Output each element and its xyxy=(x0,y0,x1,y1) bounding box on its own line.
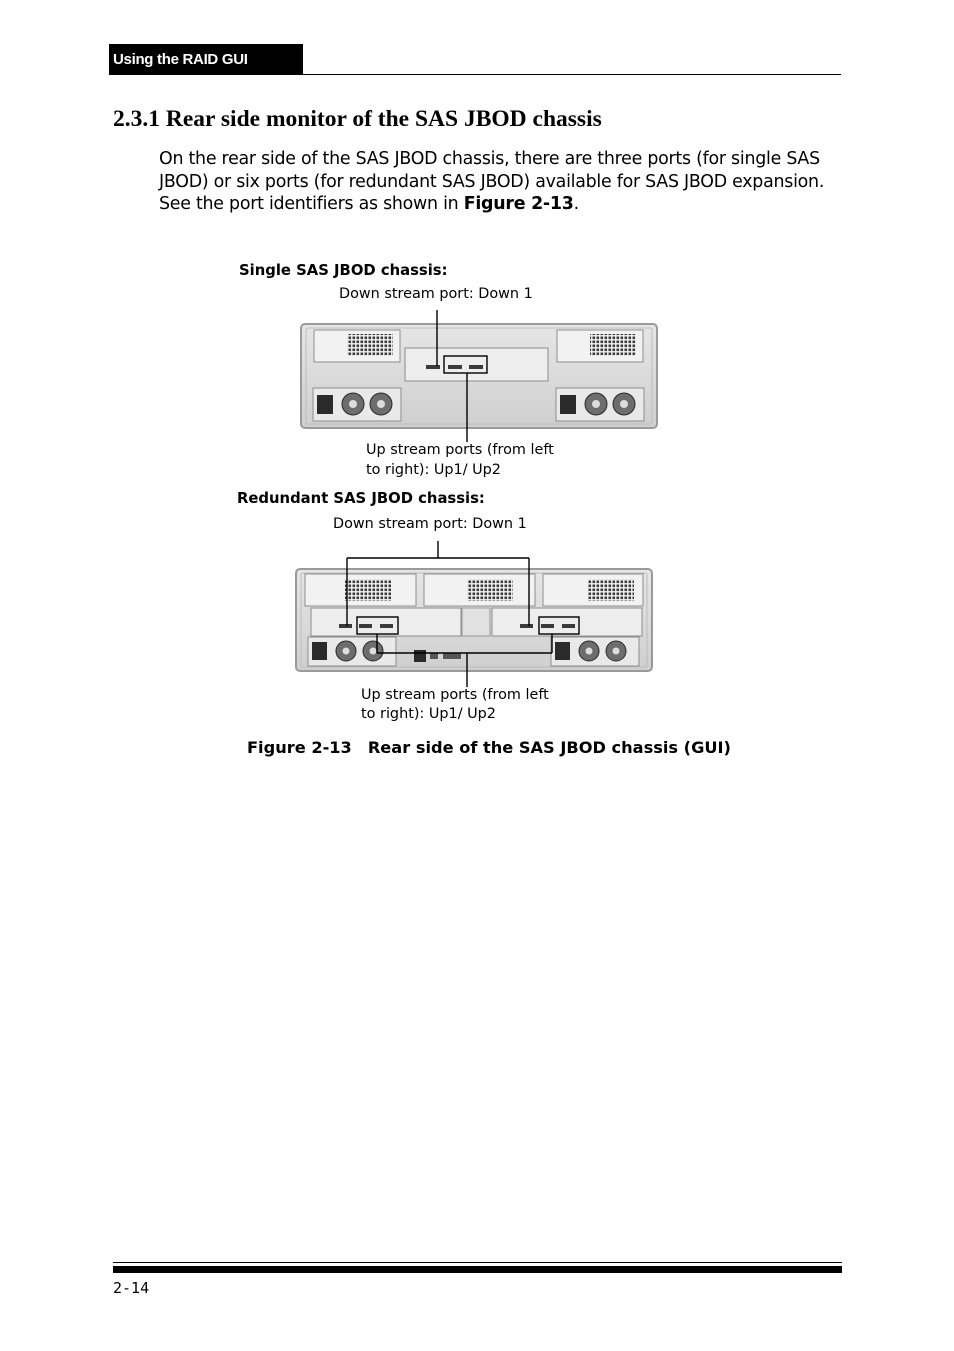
redundant-drive-bay-left xyxy=(304,573,417,607)
single-controller-module xyxy=(404,347,549,382)
single-chassis-heading: Single SAS JBOD chassis: xyxy=(239,262,448,279)
page-number: 2-14 xyxy=(113,1279,150,1297)
single-psu-right xyxy=(555,387,645,422)
redundant-psu-right xyxy=(550,636,640,667)
redundant-chassis-heading: Redundant SAS JBOD chassis: xyxy=(237,490,485,507)
redundant-drive-bay-right xyxy=(542,573,644,607)
footer-rule-thin xyxy=(113,1262,842,1263)
single-drive-bay-right xyxy=(556,329,644,363)
redundant-up-port-label-1: Up stream ports (from left xyxy=(361,687,549,703)
intro-paragraph: On the rear side of the SAS JBOD chassis… xyxy=(159,148,844,216)
redundant-psu-left xyxy=(307,636,397,667)
redundant-callout-lines xyxy=(346,541,580,687)
figure-caption-text: Rear side of the SAS JBOD chassis (GUI) xyxy=(367,738,731,757)
redundant-controller-left xyxy=(310,607,462,637)
figure-caption: Figure 2-13 Rear side of the SAS JBOD cha… xyxy=(247,738,731,757)
footer-rule-thick xyxy=(113,1266,842,1273)
header-section-tab: Using the RAID GUI xyxy=(109,44,303,75)
figure-caption-number: Figure 2-13 xyxy=(247,738,352,757)
single-down-port-label: Down stream port: Down 1 xyxy=(339,286,533,302)
intro-end: . xyxy=(573,194,580,214)
single-callout-lines xyxy=(436,310,488,442)
header-rule xyxy=(109,74,841,75)
figure-reference: Figure 2-13 xyxy=(463,194,574,214)
single-psu-left xyxy=(312,387,402,422)
intro-text: On the rear side of the SAS JBOD chassis… xyxy=(159,149,825,214)
section-title: 2.3.1 Rear side monitor of the SAS JBOD … xyxy=(113,106,602,132)
single-chassis-image xyxy=(300,323,658,429)
redundant-drive-bay-center xyxy=(423,573,536,607)
single-drive-bay-left xyxy=(313,329,401,363)
redundant-controller-right xyxy=(491,607,643,637)
single-up-port-label-2: to right): Up1/ Up2 xyxy=(366,462,501,478)
single-up-port-label-1: Up stream ports (from left xyxy=(366,442,554,458)
redundant-down-port-label: Down stream port: Down 1 xyxy=(333,516,527,532)
redundant-up-port-label-2: to right): Up1/ Up2 xyxy=(361,706,496,722)
redundant-chassis-image xyxy=(295,568,653,672)
